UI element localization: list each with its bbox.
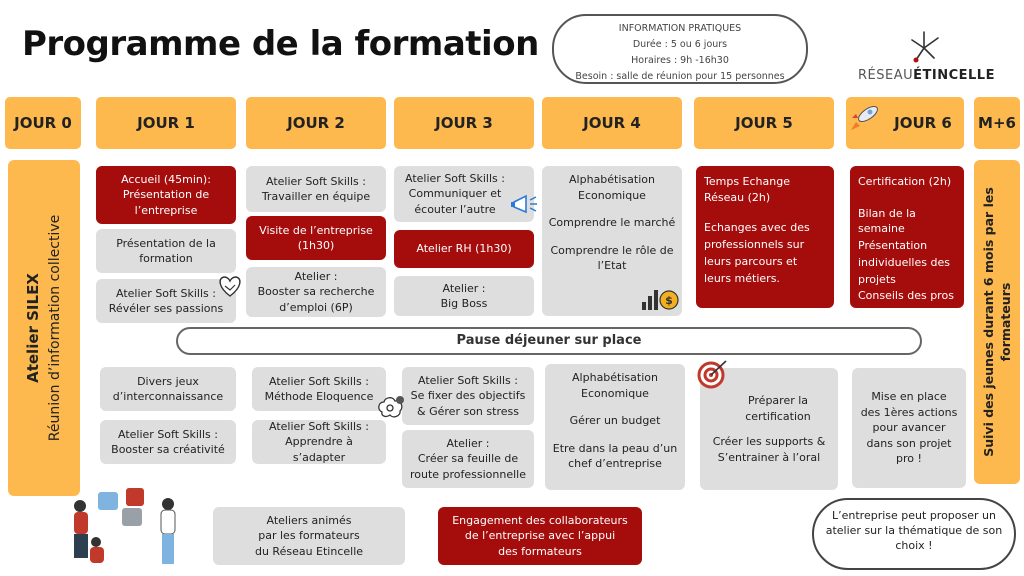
j4-afternoon: Alphabétisation Economique Gérer un budg… [545, 364, 685, 490]
j3-bigboss-text: Atelier : Big Boss [440, 281, 488, 311]
j3-feuille-route: Atelier : Créer sa feuille de route prof… [402, 430, 534, 488]
j2-eloquence-text: Atelier Soft Skills : Méthode Eloquence [264, 374, 374, 404]
day-header-1: JOUR 1 [96, 97, 236, 149]
j3-atelier-rh: Atelier RH (1h30) [394, 230, 534, 268]
j4-afternoon-item2: Gérer un budget [569, 414, 661, 427]
j6-morning-cert: Certification (2h) [858, 175, 952, 188]
logo-part1: RÉSEAU [858, 68, 914, 83]
brain-gears-icon [378, 396, 404, 418]
j1-creativite-text: Atelier Soft Skills : Booster sa créativ… [111, 427, 225, 457]
jour0-title: Atelier SILEX [24, 273, 42, 383]
j1-presentation-text: Présentation de la formation [116, 236, 216, 266]
j5-morning: Temps Echange Réseau (2h) Echanges avec … [696, 166, 834, 308]
j2-visite: Visite de l’entreprise (1h30) [246, 216, 386, 260]
j6-afternoon-text: Mise en place des 1ères actions pour ava… [860, 390, 958, 466]
logo-text: RÉSEAUÉTINCELLE [858, 68, 995, 83]
legend-grey: Ateliers animés par les formateurs du Ré… [213, 507, 405, 565]
j3-objectifs: Atelier Soft Skills : Se fixer des objec… [402, 367, 534, 425]
j5-afternoon: Préparer la certification Créer les supp… [700, 368, 838, 490]
day-header-3: JOUR 3 [394, 97, 534, 149]
j4-afternoon-item1: Alphabétisation Economique [572, 371, 658, 400]
j6-afternoon: Mise en place des 1ères actions pour ava… [852, 368, 966, 488]
jour0-column: Atelier SILEX Réunion d’information coll… [8, 160, 80, 496]
legend-grey-text: Ateliers animés par les formateurs du Ré… [254, 513, 364, 558]
info-heading: INFORMATION PRATIQUES [618, 23, 742, 34]
j2-eloquence: Atelier Soft Skills : Méthode Eloquence [252, 367, 386, 411]
rocket-icon [851, 105, 878, 130]
target-icon [697, 360, 727, 389]
j3-communiquer-text: Atelier Soft Skills : Communiquer et éco… [405, 171, 505, 216]
j2-booster-text: Atelier : Booster sa recherche d’emploi … [257, 269, 375, 314]
j2-adapter: Atelier Soft Skills : Apprendre à s’adap… [252, 420, 386, 464]
day-header-6: JOUR 6 [846, 97, 964, 149]
j5-morning-title: Temps Echange Réseau (2h) [704, 175, 790, 204]
j5-morning-desc: Echanges avec des professionnels sur leu… [704, 221, 810, 285]
page-title: Programme de la formation [22, 24, 539, 64]
j3-feuille-route-text: Atelier : Créer sa feuille de route prof… [409, 436, 527, 481]
day-header-0: JOUR 0 [5, 97, 81, 149]
logo-part2: ÉTINCELLE [913, 68, 995, 83]
day-header-4: JOUR 4 [542, 97, 682, 149]
jour0-subtitle: Réunion d’information collective [47, 214, 63, 442]
j1-passions-text: Atelier Soft Skills : Révéler ses passio… [108, 286, 224, 316]
m6-line1: Suivi des jeunes durant 6 mois par les [981, 187, 996, 457]
j1-creativite: Atelier Soft Skills : Booster sa créativ… [100, 420, 236, 464]
heart-hands-icon [219, 276, 241, 297]
day-header-2: JOUR 2 [246, 97, 386, 149]
j1-jeux: Divers jeux d’interconnaissance [100, 367, 236, 411]
m6-column: Suivi des jeunes durant 6 mois par les f… [974, 160, 1020, 484]
j6-morning-conseils: Conseils des pros [858, 288, 954, 302]
j5-afternoon-item2: Créer les supports & S’entrainer à l’ora… [712, 435, 826, 464]
j2-equipe-text: Atelier Soft Skills : Travailler en équi… [261, 174, 371, 204]
j4-morning: Alphabétisation Economique Comprendre le… [542, 166, 682, 316]
puzzle-people-illustration [74, 488, 176, 564]
info-horaires: Horaires : 9h -16h30 [631, 55, 729, 66]
legend-red-text: Engagement des collaborateurs de l’entre… [452, 513, 628, 558]
j3-objectifs-text: Atelier Soft Skills : Se fixer des objec… [410, 373, 526, 418]
j1-passions: Atelier Soft Skills : Révéler ses passio… [96, 279, 236, 323]
j4-afternoon-item3: Etre dans la peau d’un chef d’entreprise [552, 441, 678, 471]
note-oval: L’entreprise peut proposer un atelier su… [812, 498, 1016, 570]
megaphone-icon [511, 194, 537, 214]
j1-accueil-text: Accueil (45min): Présentation de l’entre… [121, 172, 211, 217]
j4-morning-item1: Alphabétisation Economique [569, 173, 655, 202]
j4-morning-item2: Comprendre le marché [548, 216, 676, 229]
j6-morning-projets: Présentation individuelles des projets [858, 238, 950, 286]
legend-red: Engagement des collaborateurs de l’entre… [438, 507, 642, 565]
info-box: INFORMATION PRATIQUES Durée : 5 ou 6 jou… [552, 14, 808, 84]
day-header-m6: M+6 [974, 97, 1020, 149]
day-header-5: JOUR 5 [694, 97, 834, 149]
j2-visite-text: Visite de l’entreprise (1h30) [259, 223, 373, 253]
finance-chart-icon: $ [642, 290, 679, 310]
svg-text:$: $ [665, 294, 673, 307]
spark-logo-icon [911, 31, 939, 63]
j3-bigboss: Atelier : Big Boss [394, 276, 534, 316]
j2-booster: Atelier : Booster sa recherche d’emploi … [246, 267, 386, 317]
j6-morning-bilan: Bilan de la semaine [858, 206, 916, 236]
j1-presentation: Présentation de la formation [96, 229, 236, 273]
j3-atelier-rh-text: Atelier RH (1h30) [416, 242, 512, 256]
j1-jeux-text: Divers jeux d’interconnaissance [112, 374, 224, 404]
j1-accueil: Accueil (45min): Présentation de l’entre… [96, 166, 236, 224]
info-duree: Durée : 5 ou 6 jours [632, 39, 728, 50]
j4-morning-item3: Comprendre le rôle de l’Etat [550, 243, 674, 273]
j2-adapter-text: Atelier Soft Skills : Apprendre à s’adap… [269, 419, 369, 464]
j2-equipe: Atelier Soft Skills : Travailler en équi… [246, 166, 386, 212]
pause-dejeuner: Pause déjeuner sur place [176, 327, 922, 355]
j6-morning: Certification (2h) Bilan de la semaine P… [850, 166, 964, 308]
info-besoin: Besoin : salle de réunion pour 15 person… [575, 71, 785, 82]
m6-line2: formateurs [998, 282, 1013, 362]
j3-communiquer: Atelier Soft Skills : Communiquer et éco… [394, 166, 534, 222]
j5-afternoon-item1: Préparer la certification [745, 394, 811, 423]
